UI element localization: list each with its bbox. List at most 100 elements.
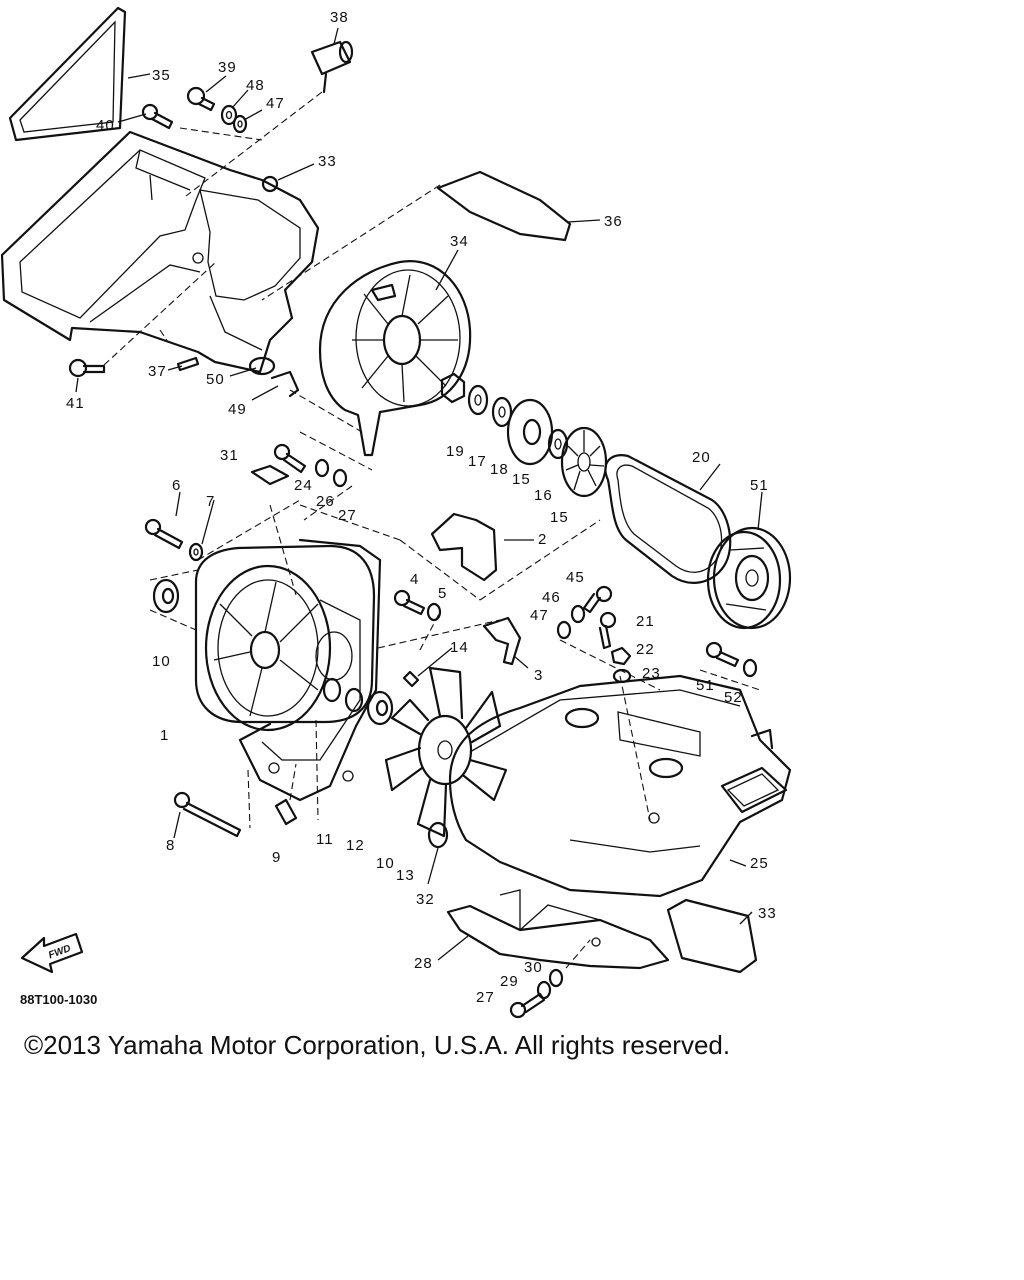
part-50-pulley	[706, 526, 792, 630]
callout-8: 8	[166, 837, 175, 854]
part-3-clip	[482, 616, 522, 666]
callout-2: 2	[538, 531, 547, 548]
part-31-washer	[548, 968, 564, 988]
part-41-bolt-left	[141, 103, 174, 130]
part-11-circlip	[322, 677, 342, 703]
part-49-washer	[556, 620, 572, 640]
callout-12: 12	[346, 837, 365, 854]
part-19-nut	[440, 372, 466, 404]
callout-25: 24	[294, 477, 313, 494]
callout-34: 33	[758, 905, 777, 922]
part-14-key	[402, 670, 420, 688]
part-10-bearing-left	[152, 578, 180, 614]
callout-46: 50	[206, 371, 225, 388]
callout-6: 6	[172, 477, 181, 494]
callout-7: 7	[206, 493, 215, 510]
fwd-label: FWD	[47, 943, 72, 961]
callout-47: 45	[566, 569, 585, 586]
callout-4: 4	[410, 571, 419, 588]
callout-41-upper: 39	[218, 59, 237, 76]
part-38-cover-plate	[436, 170, 572, 242]
callout-leaders	[75, 27, 763, 961]
callout-1: 1	[160, 727, 169, 744]
callout-28: 28	[414, 955, 433, 972]
callout-10-right: 10	[376, 855, 395, 872]
callout-29: 27	[476, 989, 495, 1006]
callout-15-a: 15	[512, 471, 531, 488]
part-48-washer	[570, 604, 586, 624]
part-10-bearing-right	[366, 690, 394, 726]
copyright-notice: ©2013 Yamaha Motor Corporation, U.S.A. A…	[24, 1030, 731, 1060]
part-16-spacer	[547, 428, 569, 460]
part-36-fan-housing	[318, 260, 472, 457]
callout-labels: 35 38 39 48 47 40 33 36 34 37 50 49 41 1…	[66, 9, 777, 1006]
part-28-lower-guard	[446, 889, 670, 970]
part-39-pin	[176, 356, 200, 372]
part-22-bolt	[598, 611, 617, 650]
part-34-pad	[666, 898, 758, 974]
part-41-bolt-upper	[186, 86, 216, 112]
callout-36: 34	[450, 233, 469, 250]
callout-24: 23	[642, 665, 661, 682]
part-1-fan-cover	[194, 499, 376, 732]
callout-5: 5	[438, 585, 447, 602]
callout-33: 32	[416, 891, 435, 908]
callout-17: 17	[468, 453, 487, 470]
part-2-bracket	[430, 512, 498, 582]
callout-20: 20	[692, 449, 711, 466]
part-45-bracket	[270, 370, 300, 398]
part-5-washer	[426, 602, 442, 622]
callout-44: 48	[246, 77, 265, 94]
part-52-washer	[742, 658, 758, 678]
part-17-washer	[467, 384, 489, 416]
callout-41-left: 40	[96, 117, 115, 134]
callout-35: 33	[318, 153, 337, 170]
part-29-bolt	[509, 992, 546, 1019]
drawing-code: 88T100-1030	[20, 992, 97, 1007]
assembly-leader-lines	[149, 91, 761, 969]
callout-26: 26	[316, 493, 335, 510]
part-30-washer	[536, 980, 552, 1000]
part-25-bolt	[273, 443, 307, 474]
callout-52: 52	[724, 689, 743, 706]
callout-11: 11	[316, 831, 334, 848]
callout-30: 29	[500, 973, 519, 990]
part-51-bolt	[705, 641, 740, 668]
callout-31: 30	[524, 959, 543, 976]
part-42-bolt	[68, 358, 106, 378]
part-8-long-bolt	[173, 791, 242, 838]
callout-14: 14	[450, 639, 469, 656]
fwd-arrow-icon: FWD	[20, 932, 84, 974]
callout-42: 41	[66, 395, 85, 412]
callout-50: 51	[750, 477, 769, 494]
part-37-plate	[8, 6, 127, 142]
part-26-washer	[314, 458, 330, 478]
part-9-dowel	[274, 798, 298, 826]
callout-19: 19	[446, 443, 465, 460]
part-40-sleeve	[310, 40, 354, 94]
callout-38: 36	[604, 213, 623, 230]
callout-23: 22	[636, 641, 655, 658]
callout-32: 31	[220, 447, 239, 464]
part-7-washer	[188, 542, 204, 562]
callout-39: 37	[148, 363, 167, 380]
callout-45: 49	[228, 401, 247, 418]
callout-18: 18	[490, 461, 509, 478]
callout-51: 51	[696, 677, 715, 694]
part-12-washer	[344, 687, 364, 713]
part-35-upper-shroud	[0, 130, 320, 374]
callout-9: 9	[272, 849, 281, 866]
part-21-main-cover	[448, 674, 792, 898]
part-44-washer	[220, 104, 238, 126]
callout-48: 46	[542, 589, 561, 606]
callout-37: 35	[152, 67, 171, 84]
part-33-washer	[427, 821, 449, 849]
callout-40: 38	[330, 9, 349, 26]
part-18-washer	[491, 396, 513, 428]
part-15-pulley-half-a	[506, 398, 554, 466]
callout-10-left: 10	[152, 653, 171, 670]
callout-22: 21	[636, 613, 655, 630]
part-15-pulley-half-b	[560, 426, 608, 498]
callout-27: 27	[338, 507, 357, 524]
part-46-grommet	[248, 356, 276, 376]
